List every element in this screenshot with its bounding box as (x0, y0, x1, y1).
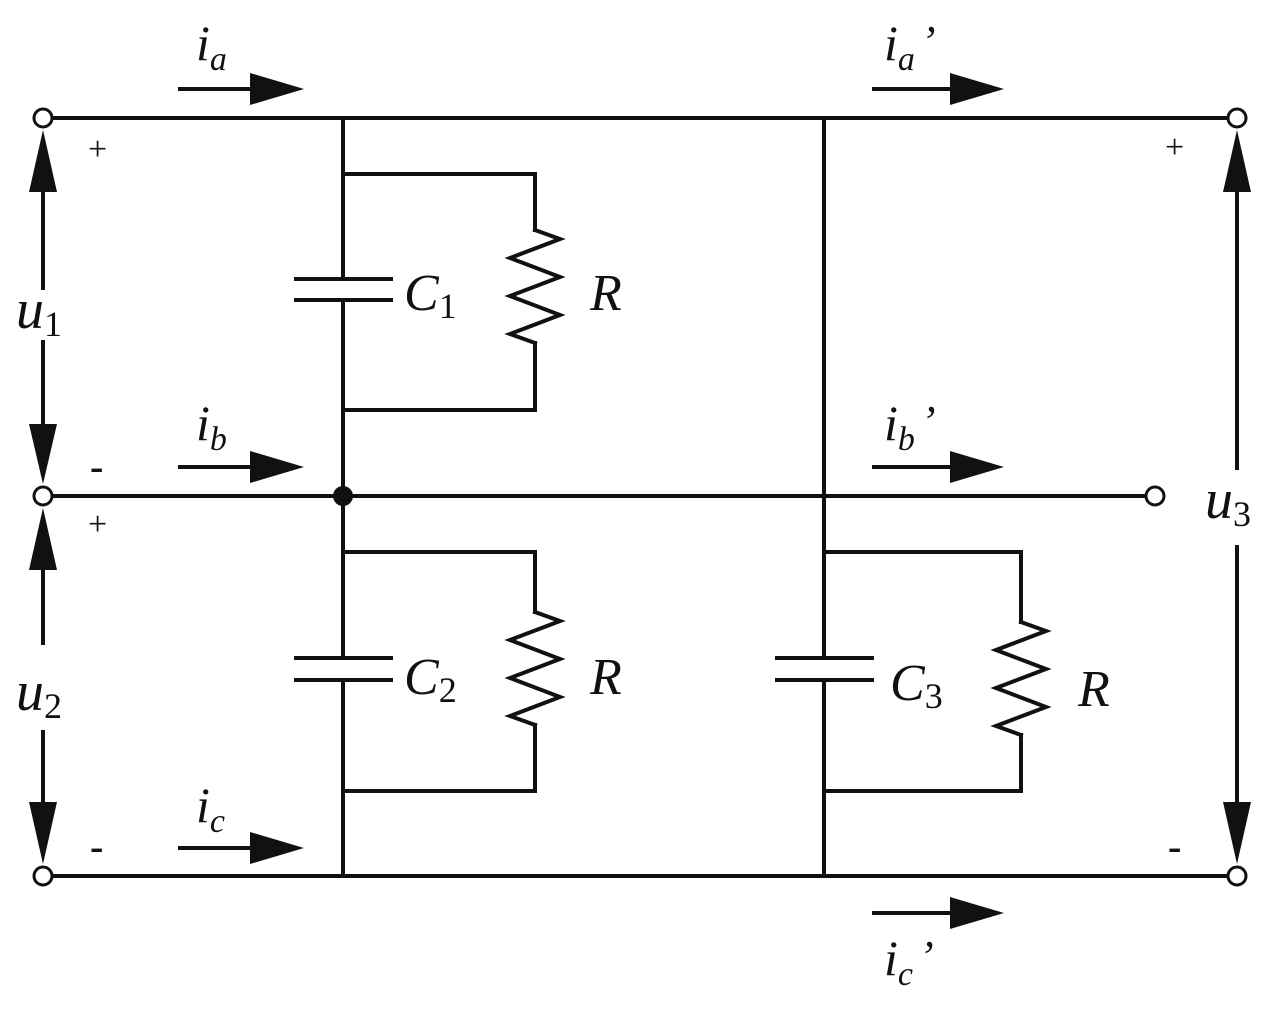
label-r1: R (589, 265, 622, 322)
branch-c2-r (294, 494, 566, 878)
label-c2: C2 (404, 649, 457, 710)
junction-node (333, 486, 353, 506)
resistor-r3-zigzag (990, 619, 1052, 738)
arrow-icp-head (950, 897, 1004, 929)
label-u3: u3 (1205, 469, 1251, 534)
label-ic-prime: ic’ (884, 930, 934, 993)
label-r3: R (1077, 661, 1110, 718)
arrow-ic-head (250, 832, 304, 864)
branch-c1-r (294, 116, 566, 498)
label-c3: C3 (890, 655, 943, 716)
arrow-ia-head (250, 73, 304, 105)
arrow-head-down (1223, 802, 1251, 864)
terminal-right-middle (1144, 485, 1166, 507)
label-ia-prime: ia’ (884, 15, 936, 78)
arrow-head-down (29, 802, 57, 864)
label-c1: C1 (404, 265, 457, 326)
sign-minus-u1: - (90, 444, 103, 489)
label-u1: u1 (16, 279, 62, 344)
label-ib-prime: ib’ (884, 395, 936, 458)
arrow-head-up (29, 508, 57, 570)
sign-minus-u3: - (1168, 824, 1181, 869)
terminals (32, 107, 1248, 887)
label-ib: ib (196, 395, 227, 458)
terminal-left-top (32, 107, 54, 129)
sign-plus-u3: + (1165, 129, 1184, 166)
arrow-iap-head (950, 73, 1004, 105)
arrow-head-up (1223, 130, 1251, 192)
voltage-arrow-u2 (29, 508, 57, 864)
sign-plus-u2: + (88, 506, 107, 543)
terminal-left-bottom (32, 865, 54, 887)
voltage-arrow-u3 (1223, 130, 1251, 864)
terminal-right-bottom (1226, 865, 1248, 887)
arrow-ib-head (250, 451, 304, 483)
bus-lines (48, 116, 1230, 878)
sign-minus-u2: - (90, 824, 103, 869)
resistor-r2-zigzag (504, 609, 566, 728)
voltage-arrow-u1 (29, 130, 57, 484)
terminal-left-middle (32, 485, 54, 507)
resistor-r1-zigzag (504, 227, 566, 346)
label-r2: R (589, 649, 622, 706)
arrow-ibp-head (950, 451, 1004, 483)
arrow-head-down (29, 424, 57, 484)
arrow-head-up (29, 130, 57, 192)
label-ic: ic (196, 777, 225, 840)
branch-c3-r (775, 116, 1052, 878)
current-arrows (178, 73, 1004, 929)
label-u2: u2 (16, 661, 62, 726)
terminal-right-top (1226, 107, 1248, 129)
sign-plus-u1: + (88, 131, 107, 168)
label-ia: ia (196, 15, 227, 78)
